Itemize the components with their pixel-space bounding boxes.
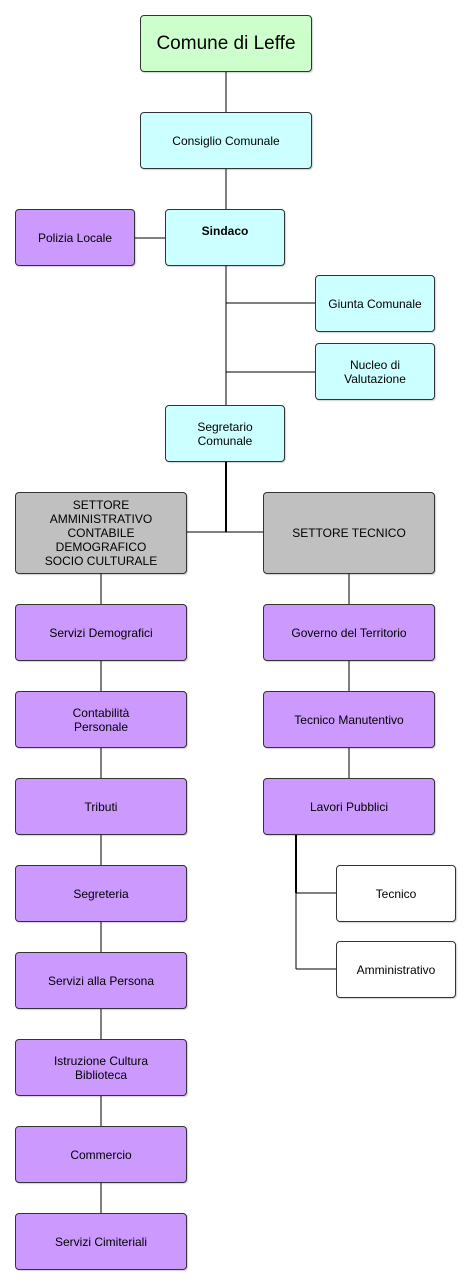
node-amministrativo: Amministrativo <box>336 941 456 998</box>
node-servizi-cimiteriali: Servizi Cimiteriali <box>15 1213 187 1270</box>
node-segretario-comunale: Segretario Comunale <box>165 405 285 462</box>
node-governo-del-territorio: Governo del Territorio <box>263 604 435 661</box>
node-servizi-alla-persona: Servizi alla Persona <box>15 952 187 1009</box>
node-servizi-demografici: Servizi Demografici <box>15 604 187 661</box>
node-comune-di-leffe: Comune di Leffe <box>140 15 312 72</box>
node-settore-tecnico: SETTORE TECNICO <box>263 492 435 574</box>
node-sindaco: Sindaco <box>165 209 285 266</box>
node-commercio: Commercio <box>15 1126 187 1183</box>
node-lavori-pubblici: Lavori Pubblici <box>263 778 435 835</box>
node-tecnico-manutentivo: Tecnico Manutentivo <box>263 691 435 748</box>
node-nucleo-di-valutazione: Nucleo di Valutazione <box>315 343 435 400</box>
node-polizia-locale: Polizia Locale <box>15 209 135 266</box>
node-contabilita-personale: Contabilità Personale <box>15 691 187 748</box>
node-istruzione-cultura-biblioteca: Istruzione Cultura Biblioteca <box>15 1039 187 1096</box>
node-tecnico: Tecnico <box>336 865 456 922</box>
node-tributi: Tributi <box>15 778 187 835</box>
node-segreteria: Segreteria <box>15 865 187 922</box>
node-settore-amministrativo: SETTORE AMMINISTRATIVO CONTABILE DEMOGRA… <box>15 492 187 574</box>
node-giunta-comunale: Giunta Comunale <box>315 275 435 332</box>
node-consiglio-comunale: Consiglio Comunale <box>140 112 312 169</box>
